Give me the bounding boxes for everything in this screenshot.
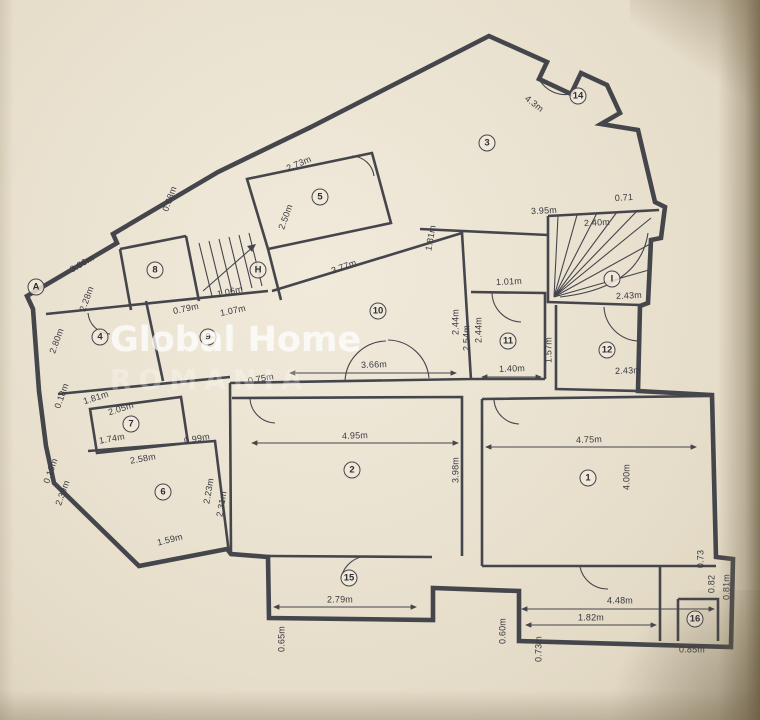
dimension-label: 2.44m xyxy=(473,316,484,344)
room-number-marker: 2 xyxy=(343,461,361,479)
dimension-label: 0.82 xyxy=(706,574,717,594)
dimension-label: 0.19m xyxy=(41,456,60,485)
room-number-marker: 7 xyxy=(122,415,140,433)
dimension-label: 3.66m xyxy=(360,359,388,370)
room-number-marker: H xyxy=(249,261,267,279)
dimension-label: 0.99m xyxy=(183,431,211,446)
dimension-label: 2.44m xyxy=(450,308,461,336)
dimension-label: 0.85m xyxy=(678,644,706,655)
dimension-label: 0.81m xyxy=(721,573,732,601)
dimension-label: 2.58m xyxy=(129,451,157,466)
stair-h-steps xyxy=(198,232,263,297)
dimension-label: 4.00m xyxy=(621,463,632,491)
dimension-label: 2.79m xyxy=(326,594,354,605)
stair-h-direction-line xyxy=(202,246,254,292)
stair-h-hatching xyxy=(198,232,263,297)
dimension-label: 3.95m xyxy=(530,204,558,217)
room-number-marker: 4 xyxy=(91,328,109,346)
dimension-label: 0.68m xyxy=(160,184,179,213)
room-number-marker: 6 xyxy=(154,483,172,501)
dimension-label: 4.3m xyxy=(523,93,546,114)
room-number-marker: 3 xyxy=(478,134,496,152)
dimension-label: 4.95m xyxy=(341,430,369,441)
dimension-label: 2.39m xyxy=(53,478,72,507)
dimension-label: 0.79m xyxy=(172,300,200,317)
room-number-marker: 15 xyxy=(340,569,358,587)
dimension-label: 1.59m xyxy=(156,531,184,548)
room-number-marker: 11 xyxy=(499,332,517,350)
dimension-label: 4.75m xyxy=(575,434,603,445)
dimension-label: 1.01m xyxy=(495,275,523,288)
room-number-marker: 14 xyxy=(569,87,587,105)
dimension-label: 0.75m xyxy=(247,371,275,386)
door-swing-arcs xyxy=(87,78,640,590)
dimension-label: 2.23m xyxy=(201,477,216,505)
dimension-label: 2.31m xyxy=(214,490,229,518)
door-arcs xyxy=(87,78,640,590)
room-number-marker: 5 xyxy=(311,188,329,206)
dimension-label: 0.60m xyxy=(497,617,508,645)
dimension-label: 1.81m xyxy=(81,388,110,407)
dimension-label: 3.66m xyxy=(67,252,96,275)
dimension-label: 1.07m xyxy=(219,302,247,319)
dimension-label: 2.43m xyxy=(614,365,642,376)
dimension-label: 0.73 xyxy=(695,549,706,569)
dimension-label: 1.74m xyxy=(98,431,126,446)
room-number-marker: 1 xyxy=(579,469,597,487)
room-number-marker: A xyxy=(27,278,45,296)
stair-i-walkline xyxy=(559,232,649,298)
dimension-label: 0.18m xyxy=(52,381,71,410)
room-number-marker: I xyxy=(603,270,621,288)
stair-h-direction-arrow xyxy=(247,244,256,252)
dimension-label: 3.77m xyxy=(329,257,358,276)
dimension-label: 0.73m xyxy=(533,635,544,663)
dimension-label: 1.82m xyxy=(577,612,605,623)
room-number-marker: 10 xyxy=(369,302,387,320)
dimension-label: 2.28m xyxy=(77,284,96,313)
dimension-label: 1.40m xyxy=(498,363,526,374)
room-number-marker: 8 xyxy=(146,261,164,279)
dimension-label: 1.57m xyxy=(543,336,554,364)
stair-i-fan xyxy=(553,210,652,298)
dimension-label: 2.80m xyxy=(47,326,66,355)
dimension-label: 2.54m xyxy=(461,324,472,352)
dimension-label: 0.71 xyxy=(614,191,634,204)
dimension-label: 1.06m xyxy=(216,283,244,300)
dimension-label: 2.73m xyxy=(284,153,313,174)
stair-i-steps xyxy=(553,210,652,298)
dimension-label: 2.40m xyxy=(583,216,611,229)
room-number-marker: 12 xyxy=(598,341,616,359)
room-number-marker: 16 xyxy=(686,610,704,628)
room-number-marker: 9 xyxy=(199,328,217,346)
dimension-label: 4.48m xyxy=(606,595,634,606)
dimension-label: 1.81m xyxy=(423,224,438,252)
dimension-label: 0.65m xyxy=(276,625,287,653)
dimension-label: 2.50m xyxy=(276,202,295,231)
dimension-label: 2.43m xyxy=(615,289,643,302)
dimension-label: 3.98m xyxy=(450,456,461,484)
